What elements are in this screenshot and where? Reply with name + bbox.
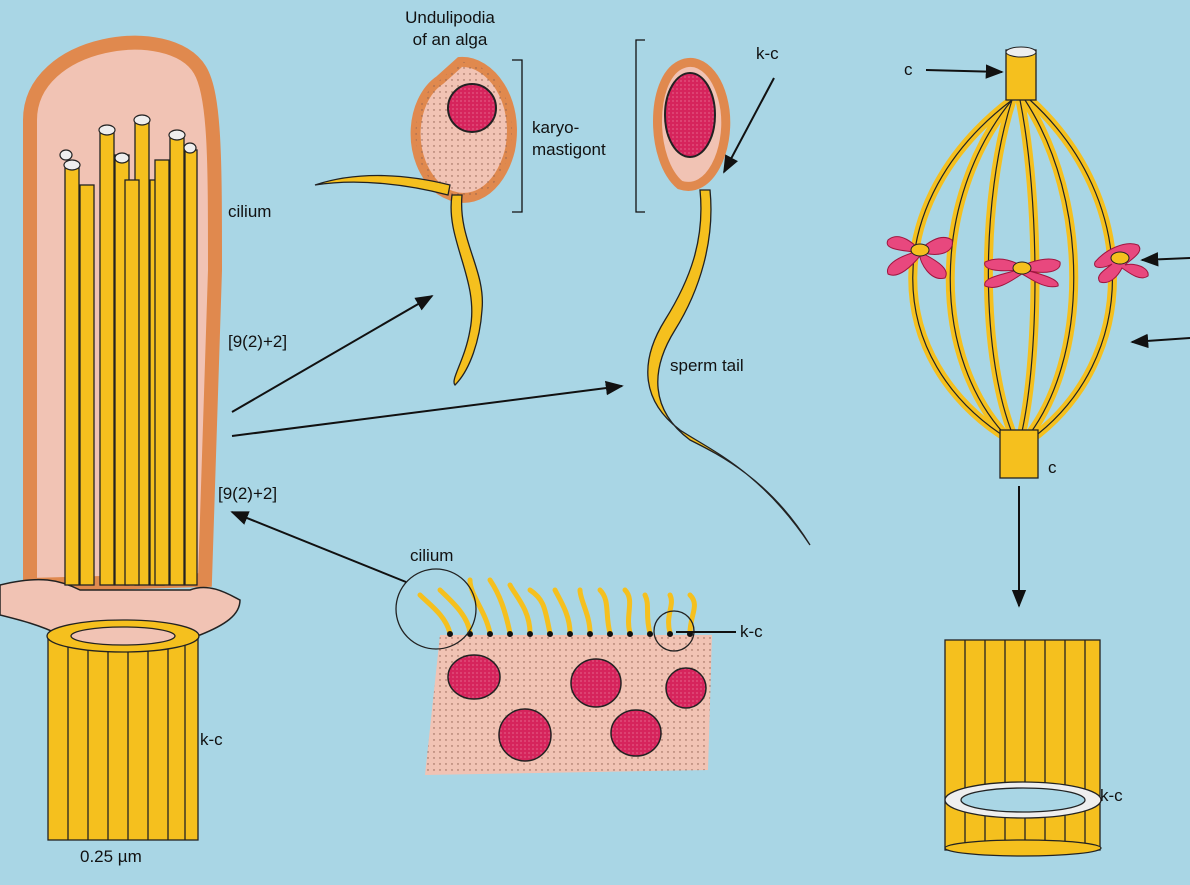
label-c-bottom: c: [1048, 458, 1057, 478]
label-alga-title-2: of an alga: [390, 30, 510, 50]
alga-cell: [315, 60, 522, 385]
arrow-to-alga: [232, 296, 432, 412]
centriole-bottom: [1000, 430, 1038, 478]
sperm-nucleus: [665, 73, 715, 157]
label-sperm-tail: sperm tail: [670, 356, 744, 376]
axoneme-tubules: [65, 120, 197, 585]
label-kc-epithelium: k-c: [740, 622, 763, 642]
cilium-cross-section-left: [0, 43, 240, 840]
label-cilium-main: cilium: [228, 202, 271, 222]
alga-nucleus: [448, 84, 496, 132]
arrow-from-epithelium: [232, 512, 406, 582]
arrow-fiber-right: [1132, 338, 1190, 342]
ciliated-epithelium: [396, 569, 712, 775]
label-scale: 0.25 µm: [80, 847, 142, 867]
label-karyo-1: karyo-: [532, 118, 579, 138]
arrow-c-top: [926, 70, 1002, 72]
epithelium-cilia: [420, 580, 694, 633]
label-kc-sperm: k-c: [756, 44, 779, 64]
label-formula-upper: [9(2)+2]: [228, 332, 287, 352]
alga-undulipodium-right: [451, 195, 482, 385]
label-cilium-epithelium: cilium: [410, 546, 453, 566]
label-formula-lower: [9(2)+2]: [218, 484, 277, 504]
label-kc-left: k-c: [200, 730, 223, 750]
arrow-kinetochore-right: [1142, 258, 1190, 260]
basal-body-left: [47, 620, 199, 840]
sperm-cell: [636, 40, 810, 545]
label-alga-title-1: Undulipodia: [390, 8, 510, 28]
arrow-kc-sperm: [724, 78, 774, 172]
label-c-top: c: [904, 60, 913, 80]
basal-body-right: [945, 640, 1101, 856]
arrow-to-sperm: [232, 386, 622, 436]
label-karyo-2: mastigont: [532, 140, 606, 160]
mitotic-spindle: [887, 47, 1148, 478]
label-kc-right: k-c: [1100, 786, 1123, 806]
